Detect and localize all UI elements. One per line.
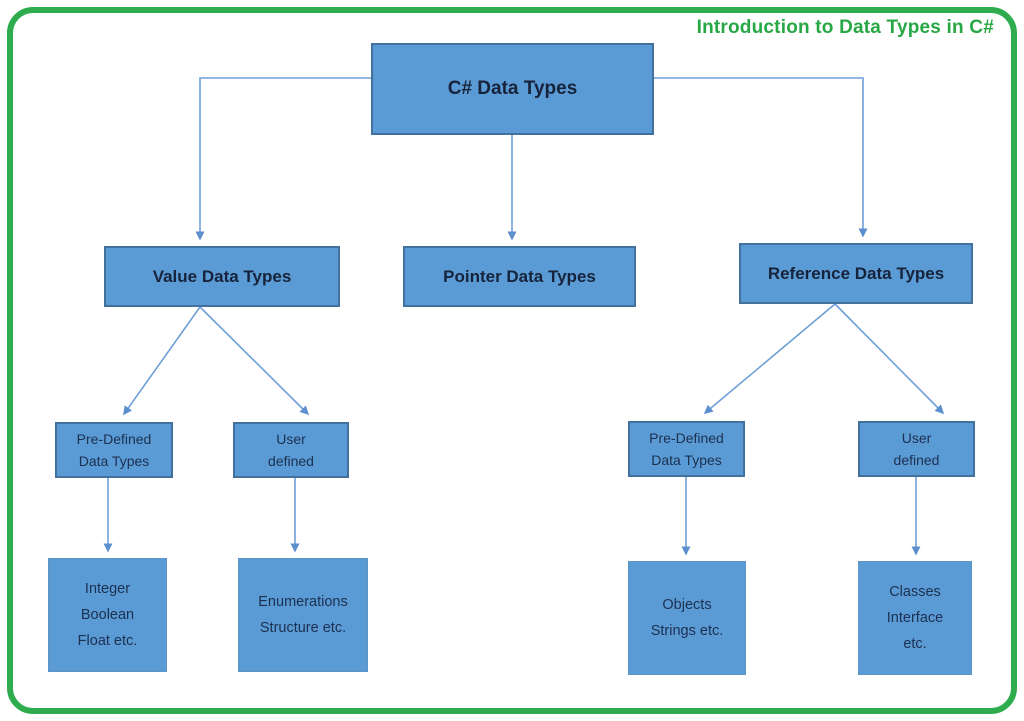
node-label-line: Pre-Defined [649,430,724,446]
node-value-predefined: Pre-Defined Data Types [55,422,173,478]
node-label-line: Strings etc. [650,623,724,639]
node-value-predefined-examples: Integer Boolean Float etc. [48,558,167,672]
node-label-line: defined [893,452,940,468]
node-label-line: Interface [886,610,944,626]
node-ref-predefined-examples: Objects Strings etc. [628,561,746,675]
page-title: Introduction to Data Types in C# [696,17,994,38]
node-label-line: Data Types [651,452,722,468]
node-label-line: Structure etc. [259,620,347,636]
node-label-line: User [901,430,932,446]
node-label-line: Float etc. [77,633,138,649]
node-pointer-data-types: Pointer Data Types [403,246,636,307]
node-label-line: Integer [84,581,131,597]
node-label-line: etc. [903,636,927,652]
node-label-line: User [276,431,306,447]
connector-root-to-value [195,77,371,241]
node-label-line: defined [268,453,314,469]
node-label-line: Pre-Defined [76,431,152,447]
connector-value-to-userdefined [199,306,310,416]
node-value-userdefined: User defined [233,422,349,478]
node-label-line: Enumerations [258,594,348,610]
node-label: Pointer Data Types [443,266,596,286]
node-reference-data-types: Reference Data Types [739,243,973,304]
node-value-userdefined-examples: Enumerations Structure etc. [238,558,368,672]
node-label-line: Data Types [78,453,150,469]
node-csharp-data-types: C# Data Types [371,43,654,135]
node-value-data-types: Value Data Types [104,246,340,307]
node-label-line: Classes [889,584,941,600]
connector-root-to-reference [654,77,868,238]
node-label: Reference Data Types [767,263,945,283]
connector-value-to-predefined [123,306,201,416]
node-label: Value Data Types [152,266,292,286]
node-ref-predefined: Pre-Defined Data Types [628,421,745,477]
node-label-line: Objects [662,597,712,613]
node-label-line: Boolean [80,607,135,623]
node-label: C# Data Types [447,78,578,99]
connector-reference-to-userdefined [834,303,945,415]
node-ref-userdefined: User defined [858,421,975,477]
connector-reference-to-predefined [703,303,836,414]
node-ref-userdefined-examples: Classes Interface etc. [858,561,972,675]
